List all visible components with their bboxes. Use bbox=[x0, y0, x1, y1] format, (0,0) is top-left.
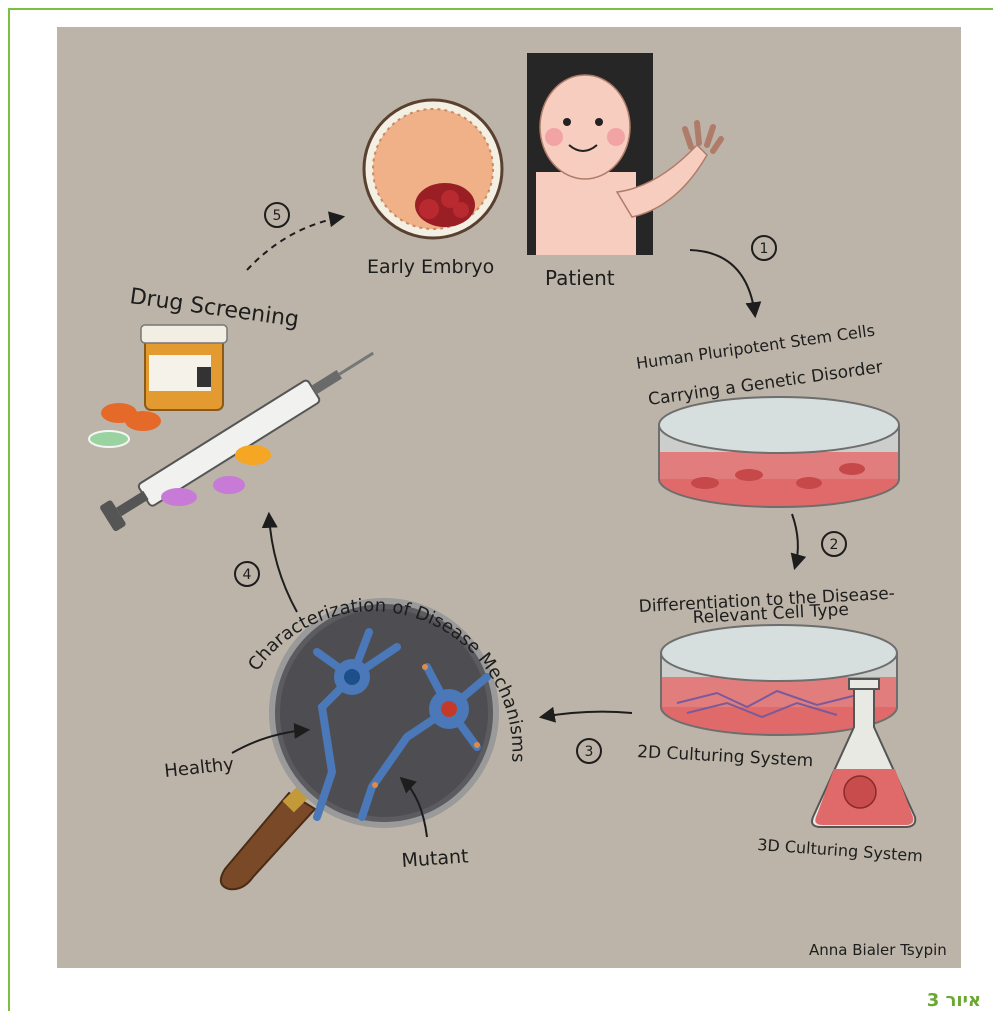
patient-label: Patient bbox=[545, 266, 615, 290]
arrow-step-2 bbox=[792, 514, 798, 567]
step-1-number: 1 bbox=[760, 241, 769, 257]
culture-2d-label: 2D Culturing System bbox=[637, 742, 814, 771]
arrow-step-4 bbox=[269, 515, 297, 612]
healthy-label: Healthy bbox=[163, 754, 235, 782]
step-3-number: 3 bbox=[585, 744, 594, 760]
early-embryo-icon bbox=[364, 100, 502, 238]
culture-3d-label: 3D Culturing System bbox=[757, 835, 924, 866]
drug-screening-icon bbox=[89, 325, 381, 532]
step-5-number: 5 bbox=[273, 208, 282, 224]
arrow-step-3 bbox=[542, 712, 632, 717]
patient-icon bbox=[527, 53, 721, 255]
arrow-step-1 bbox=[690, 250, 755, 315]
artist-signature: Anna Bialer Tsypin bbox=[809, 941, 947, 959]
figure-caption: איור 3 bbox=[927, 990, 981, 1011]
step-2-number: 2 bbox=[830, 537, 839, 553]
step-4-number: 4 bbox=[243, 567, 252, 583]
illustration-panel: Early Embryo Patient 1 Human Pluripotent… bbox=[57, 27, 961, 968]
arrow-step-5 bbox=[247, 217, 342, 270]
petri-dish-stem-cells-icon bbox=[659, 397, 899, 507]
early-embryo-label: Early Embryo bbox=[367, 256, 494, 278]
mutant-label: Mutant bbox=[401, 845, 469, 872]
stem-cell-cycle-diagram: Early Embryo Patient 1 Human Pluripotent… bbox=[57, 27, 961, 968]
